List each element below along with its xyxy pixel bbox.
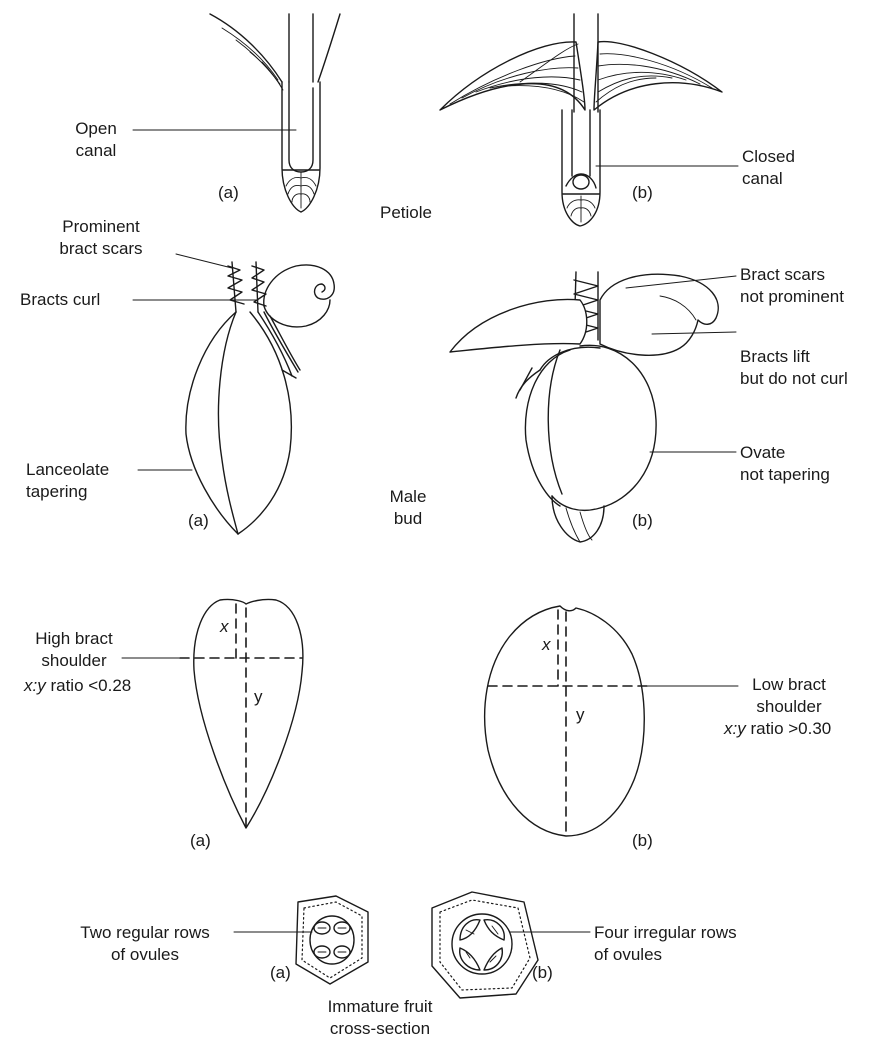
- fruit-b-drawing: [432, 892, 590, 998]
- petiole-title: Petiole: [380, 202, 432, 224]
- petiole-b-tag: (b): [632, 182, 653, 204]
- bract-a-tag: (a): [190, 830, 211, 852]
- four-irregular-rows-line-1: Four irregular rows: [594, 922, 737, 944]
- prominent-bract-scars-line-2: bract scars: [22, 238, 180, 260]
- bract-shape-b-drawing: [485, 606, 738, 836]
- bracts-lift-line-2: but do not curl: [740, 368, 848, 390]
- fruit-a-drawing: [234, 896, 368, 984]
- male-bud-b-drawing: [450, 272, 736, 542]
- male-bud-title-line-1: Male: [378, 486, 438, 508]
- two-regular-rows-label: Two regular rows of ovules: [56, 922, 234, 966]
- bract-b-tag: (b): [632, 830, 653, 852]
- bract-a-y-label: y: [254, 686, 263, 708]
- two-regular-rows-line-2: of ovules: [56, 944, 234, 966]
- bract-a-x-label: x: [220, 616, 229, 638]
- bract-scars-not-prominent-line-1: Bract scars: [740, 264, 844, 286]
- closed-canal-line-1: Closed: [742, 146, 795, 168]
- ovate-not-tapering-label: Ovate not tapering: [740, 442, 830, 486]
- petiole-a-tag: (a): [218, 182, 239, 204]
- bracts-curl-label: Bracts curl: [20, 289, 100, 311]
- closed-canal-label: Closed canal: [742, 146, 795, 190]
- immature-fruit-title-line-1: Immature fruit: [310, 996, 450, 1018]
- two-regular-rows-line-1: Two regular rows: [56, 922, 234, 944]
- male-bud-b-tag: (b): [632, 510, 653, 532]
- male-bud-title-line-2: bud: [378, 508, 438, 530]
- high-bract-shoulder-line-1: High bract: [26, 628, 122, 650]
- lanceolate-tapering-line-2: tapering: [26, 481, 109, 503]
- bract-b-y-label: y: [576, 704, 585, 726]
- low-bract-ratio-label: x:y ratio >0.30: [724, 718, 831, 740]
- four-irregular-rows-line-2: of ovules: [594, 944, 737, 966]
- low-bract-shoulder-line-1: Low bract: [726, 674, 852, 696]
- low-bract-shoulder-line-2: shoulder: [726, 696, 852, 718]
- fruit-a-tag: (a): [270, 962, 291, 984]
- lanceolate-tapering-line-1: Lanceolate: [26, 459, 109, 481]
- low-bract-ratio-text: ratio >0.30: [746, 719, 832, 738]
- male-bud-title: Male bud: [378, 486, 438, 530]
- prominent-bract-scars-line-1: Prominent: [22, 216, 180, 238]
- high-bract-ratio-text: ratio <0.28: [46, 676, 132, 695]
- open-canal-label: Open canal: [60, 118, 132, 162]
- male-bud-a-drawing: [133, 254, 334, 534]
- ovate-not-tapering-line-2: not tapering: [740, 464, 830, 486]
- high-bract-shoulder-line-2: shoulder: [26, 650, 122, 672]
- open-canal-line-1: Open: [60, 118, 132, 140]
- high-bract-shoulder-label: High bract shoulder: [26, 628, 122, 672]
- closed-canal-line-2: canal: [742, 168, 795, 190]
- bract-b-x-label: x: [542, 634, 551, 656]
- male-bud-a-tag: (a): [188, 510, 209, 532]
- petiole-b-drawing: [440, 14, 738, 226]
- fruit-b-tag: (b): [532, 962, 553, 984]
- bract-scars-not-prominent-label: Bract scars not prominent: [740, 264, 844, 308]
- low-bract-ratio-var: x:y: [724, 719, 746, 738]
- immature-fruit-title: Immature fruit cross-section: [310, 996, 450, 1040]
- open-canal-line-2: canal: [60, 140, 132, 162]
- four-irregular-rows-label: Four irregular rows of ovules: [594, 922, 737, 966]
- prominent-bract-scars-label: Prominent bract scars: [22, 216, 180, 260]
- high-bract-ratio-label: x:y ratio <0.28: [24, 675, 131, 697]
- bracts-lift-line-1: Bracts lift: [740, 346, 848, 368]
- bract-shape-a-drawing: [122, 599, 303, 828]
- ovate-not-tapering-line-1: Ovate: [740, 442, 830, 464]
- bract-scars-not-prominent-line-2: not prominent: [740, 286, 844, 308]
- lanceolate-tapering-label: Lanceolate tapering: [26, 459, 109, 503]
- immature-fruit-title-line-2: cross-section: [310, 1018, 450, 1040]
- high-bract-ratio-var: x:y: [24, 676, 46, 695]
- bracts-lift-label: Bracts lift but do not curl: [740, 346, 848, 390]
- low-bract-shoulder-label: Low bract shoulder: [726, 674, 852, 718]
